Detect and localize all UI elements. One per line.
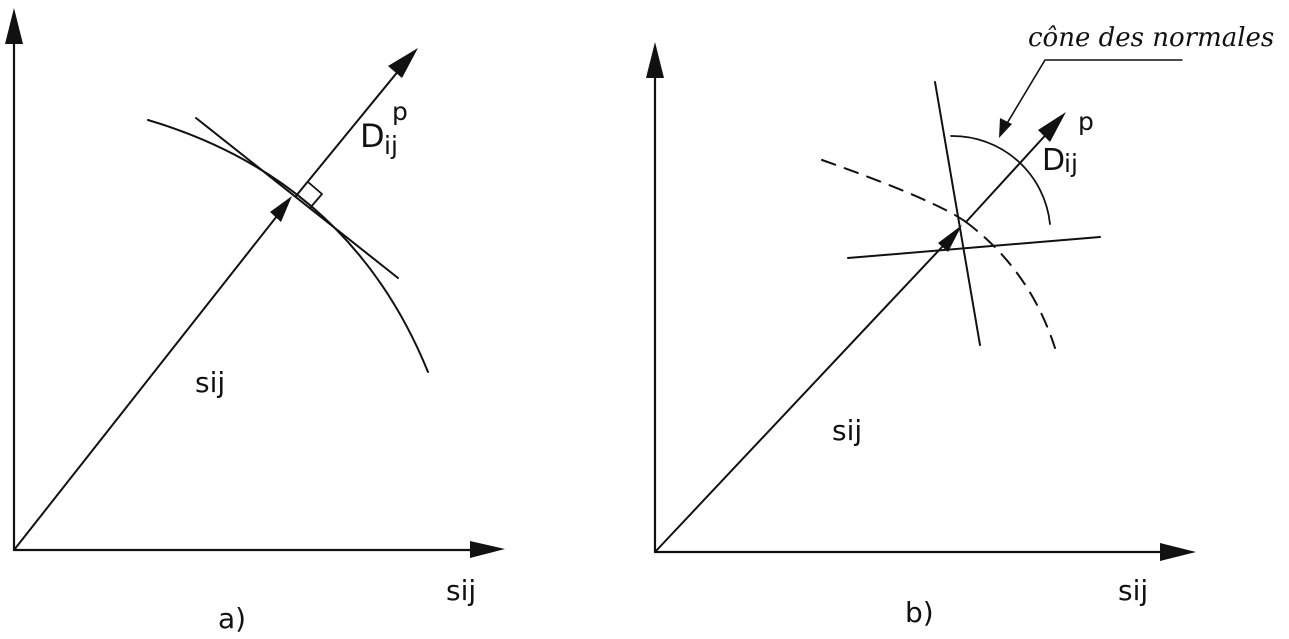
- panel-b-yield-curve-lower: [965, 221, 1056, 349]
- panel-b-support-line-shallow: [847, 236, 1101, 259]
- panel-b-flow-label-sup: p: [1078, 107, 1094, 136]
- panel-b-x-axis-label: sij: [1118, 574, 1148, 607]
- panel-a-flow-label: D ij p: [360, 97, 408, 160]
- panel-a-x-axis-arrowhead: [470, 541, 505, 558]
- panel-b-normal-cone-arc: [950, 135, 1051, 225]
- panel-b-flow-label-sub: ij: [1064, 149, 1078, 178]
- panel-a-tangent-line: [195, 117, 399, 279]
- panel-b-yield-curve-upper: [821, 159, 967, 223]
- panel-b-flow-vector-arrowhead: [1038, 112, 1066, 142]
- panel-a-flow-label-main: D: [360, 117, 385, 155]
- panel-a-flow-vector-arrowhead: [388, 48, 418, 78]
- panel-b-x-axis-arrowhead: [1160, 543, 1196, 561]
- panel-b: cône des normales D ij p sij sij b): [646, 23, 1274, 629]
- panel-b-y-axis-arrowhead: [646, 42, 664, 78]
- panel-a-x-axis-label: sij: [446, 574, 476, 607]
- panel-b-flow-vector: [965, 127, 1053, 223]
- panel-b-stress-vector-label: sij: [832, 414, 862, 447]
- panel-b-cone-leader-arrowhead: [999, 118, 1012, 138]
- panel-b-cone-leader-line: [1002, 59, 1183, 131]
- panel-a: sij D ij p sij a): [5, 8, 505, 635]
- panel-b-flow-label: D ij p: [1042, 107, 1094, 178]
- panel-b-flow-label-main: D: [1042, 143, 1065, 178]
- panel-a-right-angle-marker: [307, 181, 323, 209]
- panel-a-yield-curve: [147, 119, 429, 373]
- panel-a-flow-label-sub: ij: [384, 131, 398, 160]
- panel-b-support-line-steep: [934, 81, 981, 346]
- panel-b-caption: b): [905, 596, 934, 629]
- panel-a-flow-vector: [295, 63, 405, 197]
- panel-b-stress-vector-arrowhead: [938, 225, 962, 252]
- panel-a-stress-vector: [13, 201, 289, 551]
- panel-a-stress-vector-label: sij: [195, 366, 225, 399]
- panel-b-cone-annotation: cône des normales: [1028, 23, 1274, 53]
- panel-a-flow-label-sup: p: [392, 97, 408, 126]
- panel-a-y-axis-arrowhead: [5, 8, 23, 44]
- panel-a-stress-vector-arrowhead: [270, 196, 292, 222]
- panel-a-caption: a): [218, 602, 246, 635]
- panel-b-stress-vector: [654, 229, 959, 553]
